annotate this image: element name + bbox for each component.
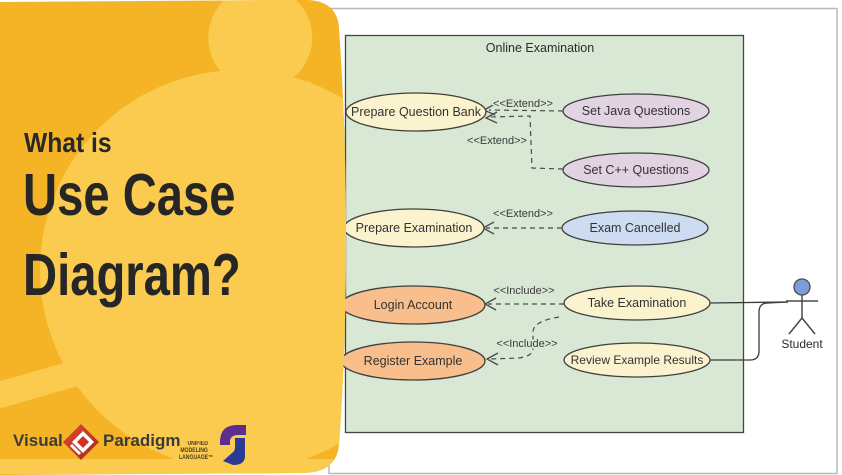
usecase-register-example: Register Example <box>340 341 486 381</box>
usecase-set-java-questions: Set Java Questions <box>562 93 710 129</box>
vp-diamond-logo-icon <box>63 424 99 460</box>
edge-include-register <box>489 316 560 360</box>
usecase-label: Set C++ Questions <box>583 163 689 177</box>
stereotype-labels: <<Extend>> <<Extend>> <<Extend>> <<Inclu… <box>466 97 560 352</box>
panel-decorations <box>0 0 346 474</box>
uml-logo-purple-part <box>220 425 246 445</box>
usecase-exam-cancelled: Exam Cancelled <box>561 210 709 246</box>
uml-wordmark: UNIFIED MODELING LANGUAGE™ <box>179 441 214 462</box>
bulb-stripe <box>259 81 312 109</box>
decor-band <box>0 459 346 474</box>
usecase-ellipse <box>563 285 711 321</box>
usecase-label: Exam Cancelled <box>589 221 680 235</box>
usecase-label: Prepare Examination <box>356 221 473 235</box>
usecase-review-example-results: Review Example Results <box>563 342 711 378</box>
arrowhead <box>484 111 498 124</box>
bulb-glass <box>208 0 313 90</box>
actor-stick-body <box>786 295 818 335</box>
uml-logo-blue-part <box>223 438 245 465</box>
decor-band <box>0 352 108 425</box>
usecase-label: Prepare Question Bank <box>351 105 482 119</box>
actor-associations <box>709 301 789 361</box>
panel-title-line2: Diagram? <box>23 241 241 308</box>
bulb-stripe <box>275 429 319 449</box>
system-boundary-title: Online Examination <box>486 41 594 55</box>
uml-logo-icon <box>220 425 246 465</box>
uml-wordmark-line3: LANGUAGE™ <box>179 454 214 461</box>
brand-name-visual: Visual <box>13 431 63 450</box>
bulb-stripe <box>275 105 316 128</box>
actor-head <box>793 278 811 296</box>
include-label: <<Include>> <box>493 285 554 297</box>
brand-name-paradigm: Paradigm <box>103 431 181 450</box>
usecase-login-account: Login Account <box>340 285 486 325</box>
vp-inner-diamond <box>77 436 89 448</box>
yellow-panel <box>0 0 346 475</box>
usecase-take-examination: Take Examination <box>563 285 711 321</box>
usecase-label: Register Example <box>364 354 463 368</box>
bulb-glass <box>258 336 342 420</box>
usecase-ellipse <box>563 342 711 378</box>
usecase-ellipse <box>561 210 709 246</box>
uml-wordmark-line2: MODELING <box>180 447 208 454</box>
usecase-ellipse <box>562 93 710 129</box>
extend-label: <<Extend>> <box>493 208 553 220</box>
vp-chevron <box>70 444 81 455</box>
lightbulb-icon <box>208 0 316 128</box>
include-label: <<Include>> <box>496 338 557 350</box>
arrowhead <box>485 352 499 366</box>
edge-student-review-results <box>710 301 789 361</box>
usecase-label: Review Example Results <box>571 353 704 367</box>
uml-wordmark-line1: UNIFIED <box>187 441 208 447</box>
actor-label: Student <box>781 337 823 351</box>
lightbulb-icon <box>258 336 342 449</box>
panel-title: Use Case Diagram? <box>23 156 241 315</box>
usecase-label: Take Examination <box>588 296 687 310</box>
actor-student: Student <box>781 278 823 351</box>
usecase-prepare-question-bank: Prepare Question Bank <box>345 92 487 132</box>
dashed-connectors <box>486 109 564 360</box>
use-cases: Prepare Question Bank Set Java Questions… <box>340 92 711 381</box>
usecase-label: Set Java Questions <box>582 104 690 118</box>
bulb-stripe <box>266 93 315 119</box>
edge-extend-java <box>488 109 564 112</box>
usecase-prepare-examination: Prepare Examination <box>343 208 485 248</box>
brand-row: Visual Paradigm UNIFIED MODELING LANGUAG… <box>13 420 273 468</box>
usecase-ellipse <box>562 152 710 188</box>
bulb-stripe <box>275 417 326 439</box>
extend-label: <<Extend>> <box>493 98 553 110</box>
panel-title-line1: Use Case <box>23 162 236 228</box>
usecase-set-cpp-questions: Set C++ Questions <box>562 152 710 188</box>
actor-leg-right <box>801 317 816 335</box>
edge-extend-cpp <box>488 115 564 170</box>
actor-leg-left <box>788 317 803 335</box>
usecase-ellipse <box>345 92 487 132</box>
usecase-label: Login Account <box>374 298 453 312</box>
extend-label: <<Extend>> <box>467 135 527 147</box>
panel-eyebrow: What is <box>24 127 112 158</box>
